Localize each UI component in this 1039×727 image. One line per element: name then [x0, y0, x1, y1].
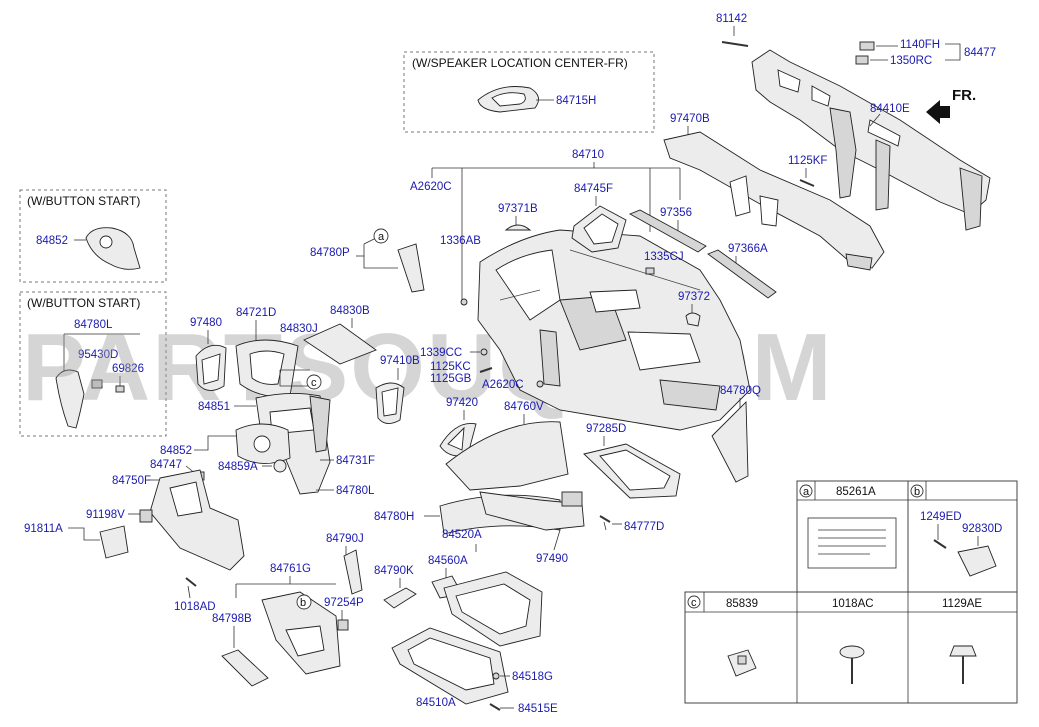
label-84410E: 84410E: [870, 103, 910, 115]
label-97371B: 97371B: [498, 203, 538, 215]
label-81142: 81142: [716, 13, 747, 25]
table-c-part3: 1129AE: [942, 598, 982, 610]
label-84747: 84747: [150, 459, 182, 471]
label-97490: 97490: [536, 553, 568, 565]
label-97366A: 97366A: [728, 243, 768, 255]
label-1018AD: 1018AD: [174, 601, 216, 613]
dash-strips: 97356 97366A 1335CJ 97372: [628, 207, 777, 327]
label-97254P: 97254P: [324, 597, 364, 609]
label-1339CC: 1339CC: [420, 347, 462, 359]
speaker-option-box: (W/SPEAKER LOCATION CENTER-FR) 84715H: [403, 51, 655, 133]
defroster-duct: 97470B: [663, 113, 885, 271]
lower-crash-pad-left: 84750F 91198V 91811A 1018AD: [24, 469, 245, 613]
label-97372: 97372: [678, 291, 710, 303]
label-84477: 84477: [964, 47, 996, 59]
label-84760V: 84760V: [504, 401, 544, 413]
label-84731F: 84731F: [336, 455, 375, 467]
label-1335CJ: 1335CJ: [644, 251, 684, 263]
crash-pad: 84710 A2620C: [410, 149, 751, 431]
label-FR: FR.: [952, 87, 976, 104]
label-84798B: 84798B: [212, 613, 252, 625]
lower-parts-center: 97420 84760V 97285D 84780H 84520A 97490 …: [374, 397, 681, 565]
label-84715H: 84715H: [556, 95, 596, 107]
fastener-cluster-mid: 1339CC 1125KC 1125GB A2620C: [420, 347, 544, 391]
label-69826: 69826: [112, 363, 144, 375]
label-97480: 97480: [190, 317, 222, 329]
button-start-title-1: (W/BUTTON START): [27, 194, 140, 208]
label-1350RC: 1350RC: [890, 55, 932, 67]
label-A2620C-top: A2620C: [410, 181, 452, 193]
label-84851: 84851: [198, 401, 230, 413]
table-ref-c: c: [691, 597, 697, 609]
label-1140FH: 1140FH: [900, 39, 940, 51]
label-84780L: 84780L: [74, 319, 113, 331]
label-84761G: 84761G: [270, 563, 311, 575]
callout-c: c: [306, 374, 322, 390]
label-1336AB: 1336AB: [440, 235, 481, 247]
side-cover-right: 84780Q: [711, 385, 761, 483]
label-84780L-mid: 84780L: [336, 485, 375, 497]
glove-box-area: 84560A 84790J 84790K 97254P 84761G 84798…: [212, 533, 558, 715]
label-84721D: 84721D: [236, 307, 276, 319]
label-84852-mid: 84852: [160, 445, 192, 457]
label-1125GB: 1125GB: [430, 373, 472, 385]
label-84830B: 84830B: [330, 305, 370, 317]
table-ref-b: b: [914, 486, 920, 498]
center-speaker-grille: 84745F: [571, 183, 627, 253]
svg-text:c: c: [311, 377, 317, 389]
label-84859A: 84859A: [218, 461, 258, 473]
label-97470B: 97470B: [670, 113, 710, 125]
label-84745F: 84745F: [574, 183, 613, 195]
label-84515E: 84515E: [518, 703, 558, 715]
table-c-part1: 85839: [726, 598, 758, 610]
label-97356: 97356: [660, 207, 692, 219]
label-91198V: 91198V: [86, 509, 125, 521]
label-84780P: 84780P: [310, 247, 350, 259]
label-1125KF: 1125KF: [788, 155, 827, 167]
label-84830J: 84830J: [280, 323, 318, 335]
label-A2620C-mid: A2620C: [482, 379, 524, 391]
label-97285D: 97285D: [586, 423, 626, 435]
label-84560A: 84560A: [428, 555, 468, 567]
callout-a: a: [373, 228, 389, 244]
front-arrow-icon: [926, 100, 950, 124]
label-84520A: 84520A: [442, 529, 482, 541]
cowl-cross-member: 81142 1140FH 84477 1350RC 84410E FR. 112…: [716, 13, 996, 231]
callout-b: b: [296, 594, 312, 610]
center-facia-panel: 84851 84852 84747 84859A 84731F 84780L: [150, 392, 375, 497]
label-84518G: 84518G: [512, 671, 553, 683]
label-84750F: 84750F: [112, 475, 151, 487]
speaker-option-title: (W/SPEAKER LOCATION CENTER-FR): [412, 56, 628, 70]
side-cover-left: 84780P: [310, 237, 425, 293]
label-1125KC: 1125KC: [430, 361, 471, 373]
label-84780H: 84780H: [374, 511, 414, 523]
table-a-part: 85261A: [836, 486, 876, 498]
label-84710: 84710: [572, 149, 604, 161]
label-84780Q: 84780Q: [720, 385, 761, 397]
label-84790J: 84790J: [326, 533, 364, 545]
table-c-part2: 1018AC: [832, 598, 874, 610]
table-ref-a: a: [803, 486, 810, 498]
button-start-box-2: (W/BUTTON START) 84780L 95430D 69826: [19, 291, 167, 437]
label-84790K: 84790K: [374, 565, 414, 577]
side-vent-right: 97410B: [375, 355, 420, 424]
side-vent-left: 97480: [190, 317, 227, 391]
label-97410B: 97410B: [380, 355, 420, 367]
label-84777D: 84777D: [624, 521, 664, 533]
sensor-cover: 97371B 1336AB: [440, 203, 538, 306]
svg-text:a: a: [378, 231, 385, 243]
label-97420: 97420: [446, 397, 478, 409]
table-b-part1: 1249ED: [920, 511, 962, 523]
button-start-title-2: (W/BUTTON START): [27, 296, 140, 310]
button-start-box-1: (W/BUTTON START) 84852: [19, 189, 167, 283]
svg-text:b: b: [300, 597, 306, 609]
reference-table: a 85261A b 1249ED 92830D c 85839 1018AC …: [684, 480, 1018, 704]
table-b-part2: 92830D: [962, 523, 1002, 535]
label-95430D: 95430D: [78, 349, 118, 361]
label-84852-top: 84852: [36, 235, 68, 247]
label-84510A: 84510A: [416, 697, 456, 709]
label-91811A: 91811A: [24, 523, 63, 535]
cluster-facia: 84721D 84830J 84830B: [235, 305, 377, 398]
